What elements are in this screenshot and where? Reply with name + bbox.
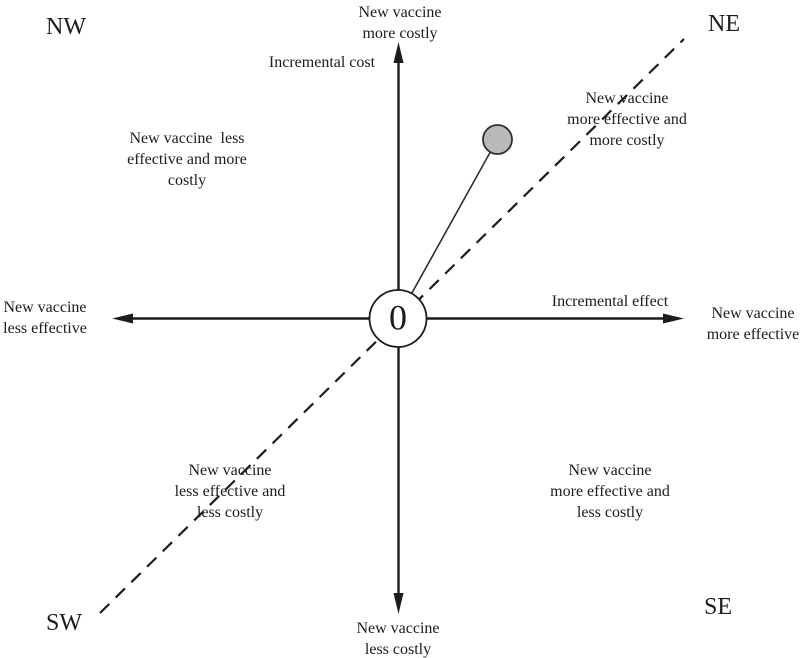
threshold-dashed-line [99, 38, 685, 614]
origin-label: 0 [389, 297, 407, 338]
axis-end-label-left: New vaccine less effective [3, 299, 87, 337]
horizontal-axis-right-arrowhead [663, 313, 684, 324]
vertical-axis-bottom-arrowhead [393, 593, 404, 614]
quadrant-description-se: New vaccine more effective and less cost… [550, 462, 670, 521]
data-point-marker [482, 124, 513, 155]
vertical-axis-title: Incremental cost [268, 54, 376, 71]
origin-circle [368, 289, 428, 348]
quadrant-description-nw: New vaccine less effective and more cost… [127, 130, 247, 189]
axis-end-label-right: New vaccine more effective [706, 305, 800, 343]
corner-label-se: SE [704, 594, 733, 620]
axis-end-label-top: New vaccine more costly [358, 4, 442, 42]
horizontal-axis-left-arrowhead [112, 313, 133, 324]
vertical-axis-top-arrowhead [393, 42, 404, 63]
corner-label-ne: NE [708, 11, 740, 37]
corner-label-nw: NW [46, 14, 86, 40]
origin-to-point-line [397, 139, 498, 319]
corner-label-sw: SW [46, 610, 82, 636]
axis-end-label-bottom: New vaccine less costly [356, 620, 440, 658]
quadrant-description-sw: New vaccine less effective and less cost… [174, 462, 286, 521]
quadrant-description-ne: New vaccine more effective and more cost… [567, 90, 687, 149]
horizontal-axis-title: Incremental effect [551, 293, 669, 310]
